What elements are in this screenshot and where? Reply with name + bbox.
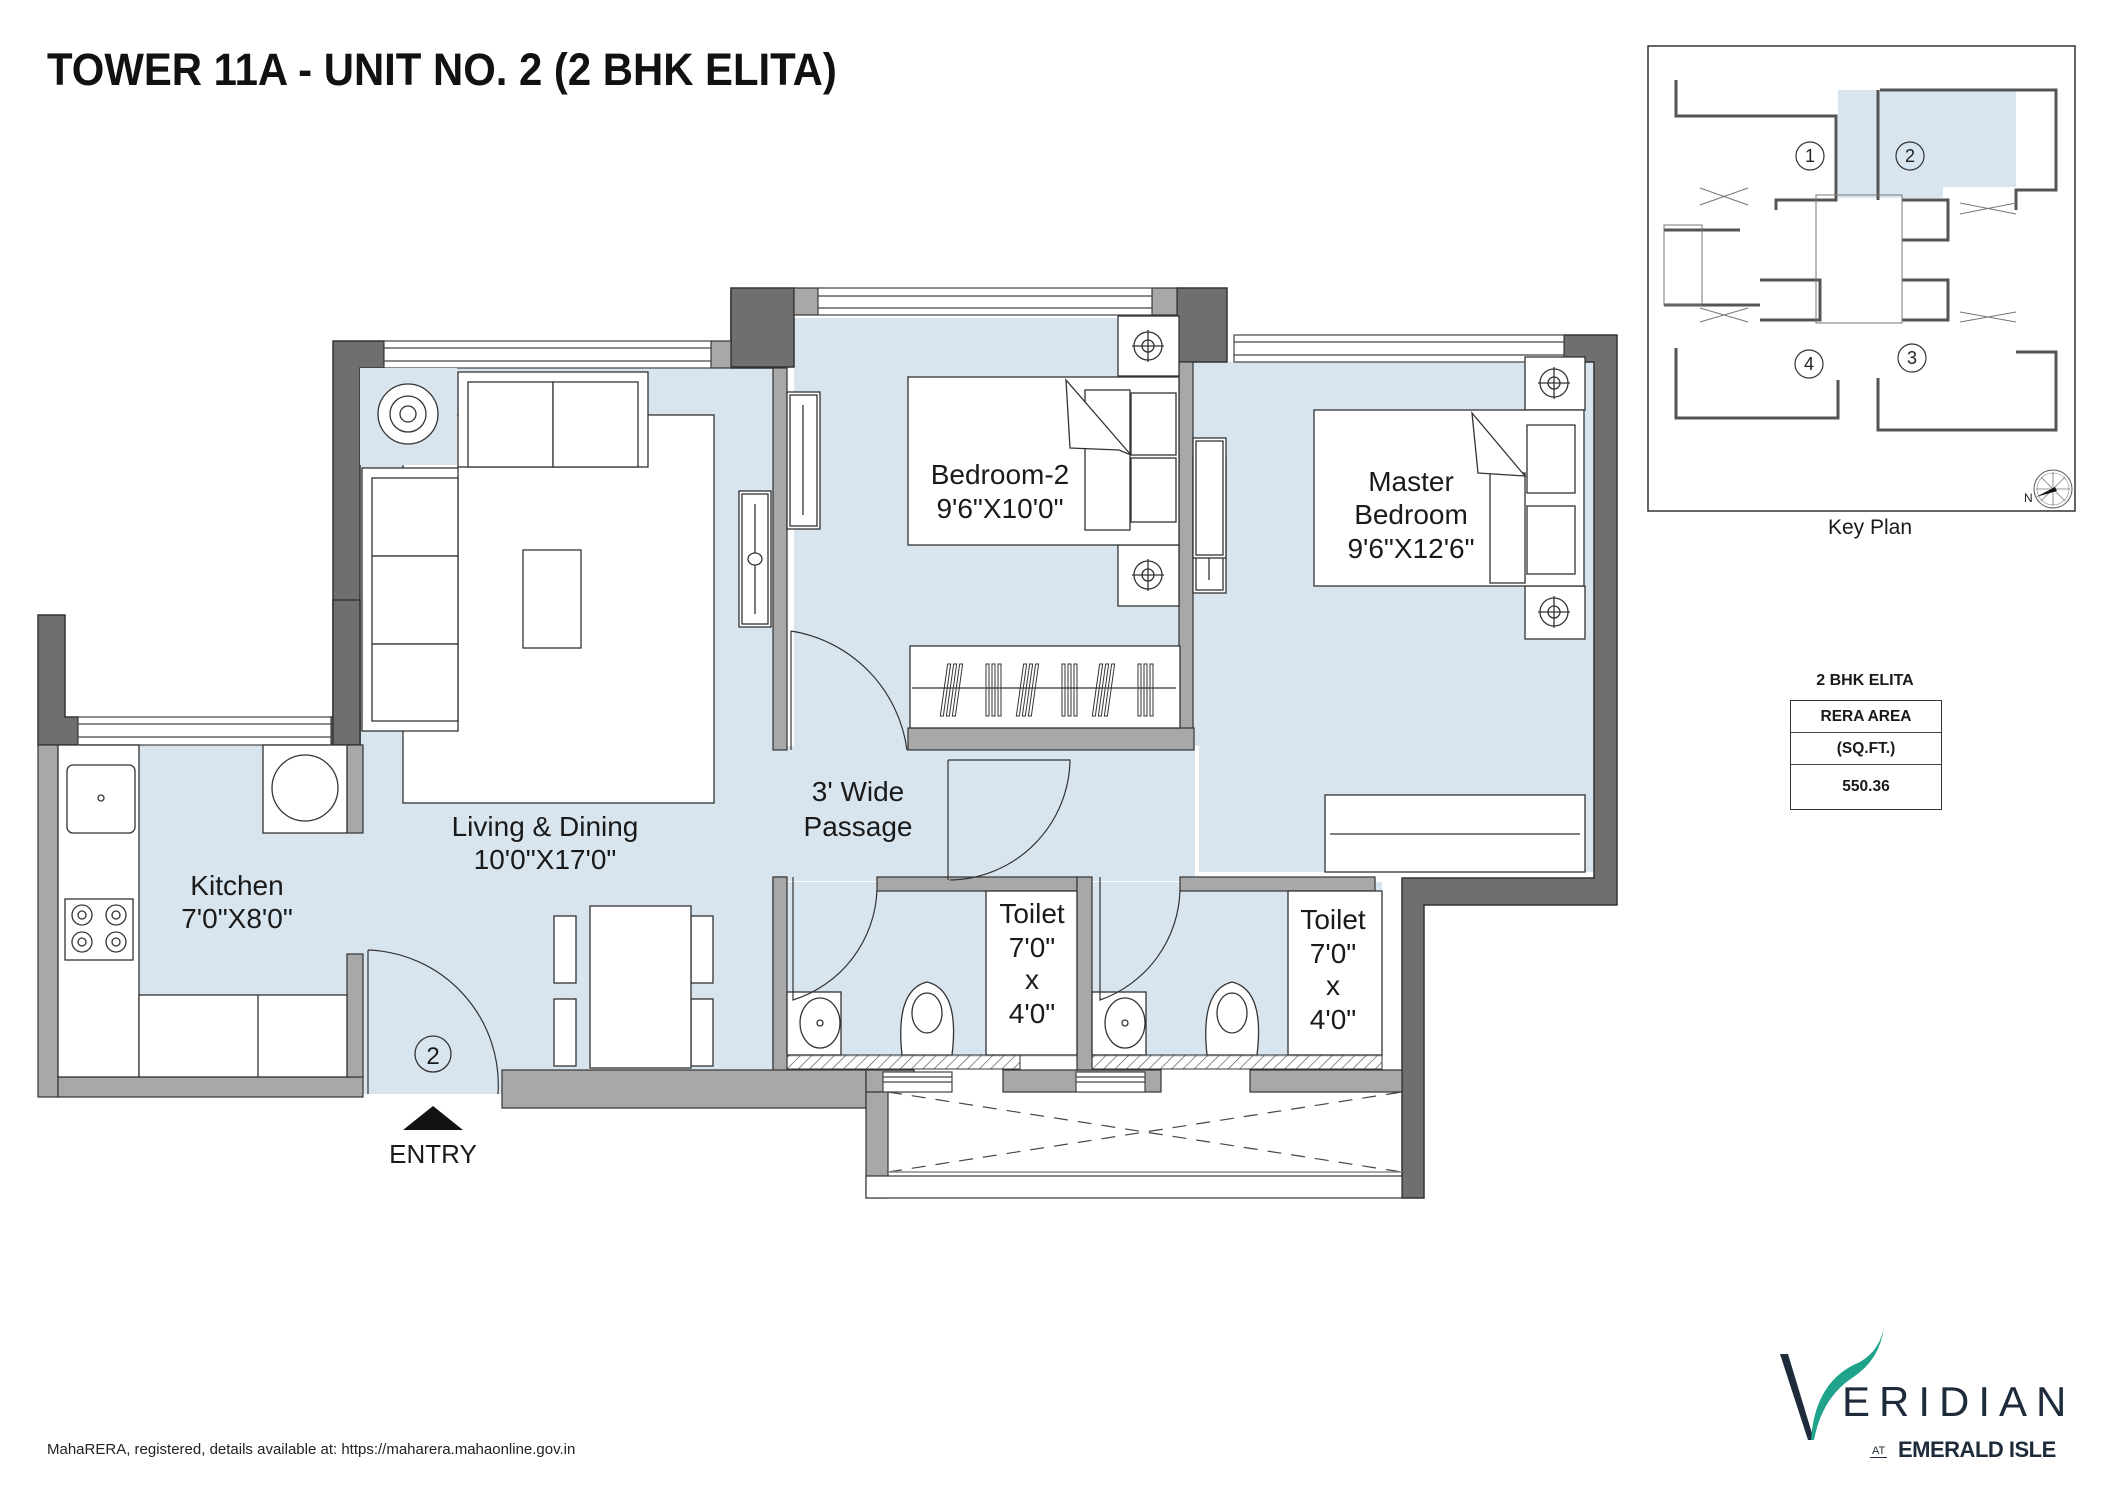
entry-label: ENTRY xyxy=(389,1139,477,1169)
unit-marker xyxy=(414,1035,452,1073)
toilet1-dim1: 7'0" xyxy=(1009,932,1055,963)
area-table-box: RERA AREA (SQ.FT.) 550.36 xyxy=(1790,700,1942,810)
toilet2-dim1: 7'0" xyxy=(1310,938,1356,969)
key-plan: 1 2 3 4 N xyxy=(1647,45,2076,512)
toilet2-name: Toilet xyxy=(1300,904,1366,935)
brand-name: ERIDIAN xyxy=(1842,1378,2076,1425)
toilet1-name: Toilet xyxy=(999,898,1065,929)
room-master-name-2: Bedroom xyxy=(1354,499,1468,530)
area-heading: 2 BHK ELITA xyxy=(1816,672,1914,689)
room-kitchen-size: 7'0"X8'0" xyxy=(181,903,293,934)
room-kitchen-name: Kitchen xyxy=(190,870,283,901)
north-label: N xyxy=(2024,491,2033,505)
page-title: TOWER 11A - UNIT NO. 2 (2 BHK ELITA) xyxy=(47,44,837,95)
doors xyxy=(367,630,1181,1095)
brand-at: AT xyxy=(1870,1445,1888,1458)
keyplan-unit-3: 3 xyxy=(1907,348,1917,368)
area-row-value: 550.36 xyxy=(1842,778,1890,795)
passage-label-1: 3' Wide xyxy=(812,776,905,807)
service-duct xyxy=(887,1091,1403,1173)
walls-dark xyxy=(37,287,1618,1199)
room-bedroom2-size: 9'6"X10'0" xyxy=(936,493,1063,524)
area-row-unit: (SQ.FT.) xyxy=(1791,733,1941,765)
room-living-size: 10'0"X17'0" xyxy=(474,844,617,875)
living-furniture xyxy=(360,368,772,1069)
unit-marker-label: 2 xyxy=(426,1043,439,1070)
room-bedroom2-name: Bedroom-2 xyxy=(931,459,1070,490)
toilet1-x: x xyxy=(1025,964,1039,995)
toilet-ledge xyxy=(786,1054,1021,1070)
toilet2-dim2: 4'0" xyxy=(1310,1004,1356,1035)
keyplan-unit-2: 2 xyxy=(1905,146,1915,166)
toilet-fixtures xyxy=(786,890,1383,1056)
brand-logo-icon xyxy=(1780,1327,1884,1440)
compass-icon: N xyxy=(2024,469,2073,509)
windows xyxy=(77,287,1565,1093)
passage-label-2: Passage xyxy=(804,811,913,842)
toilet2-x: x xyxy=(1326,970,1340,1001)
keyplan-unit-1: 1 xyxy=(1805,146,1815,166)
master-furniture xyxy=(1192,356,1586,873)
brand-subtitle: EMERALD ISLE xyxy=(1898,1437,2056,1462)
brand-block: ERIDIAN AT EMERALD ISLE xyxy=(1780,1320,2100,1480)
room-master-name-1: Master xyxy=(1368,466,1454,497)
room-master-size: 9'6"X12'6" xyxy=(1347,533,1474,564)
rera-area-table: 2 BHK ELITA RERA AREA (SQ.FT.) 550.36 xyxy=(1780,672,1950,810)
entry-arrow-icon xyxy=(403,1106,463,1130)
kitchen-furniture xyxy=(57,744,348,1078)
keyplan-unit-4: 4 xyxy=(1804,354,1814,374)
toilet1-dim2: 4'0" xyxy=(1009,998,1055,1029)
key-plan-caption: Key Plan xyxy=(1827,516,1913,539)
room-living-name: Living & Dining xyxy=(452,811,639,842)
footer-rera-note: MahaRERA, registered, details available … xyxy=(47,1441,576,1458)
toilet-ledge xyxy=(1091,1054,1383,1070)
area-row-label: RERA AREA xyxy=(1791,701,1941,733)
